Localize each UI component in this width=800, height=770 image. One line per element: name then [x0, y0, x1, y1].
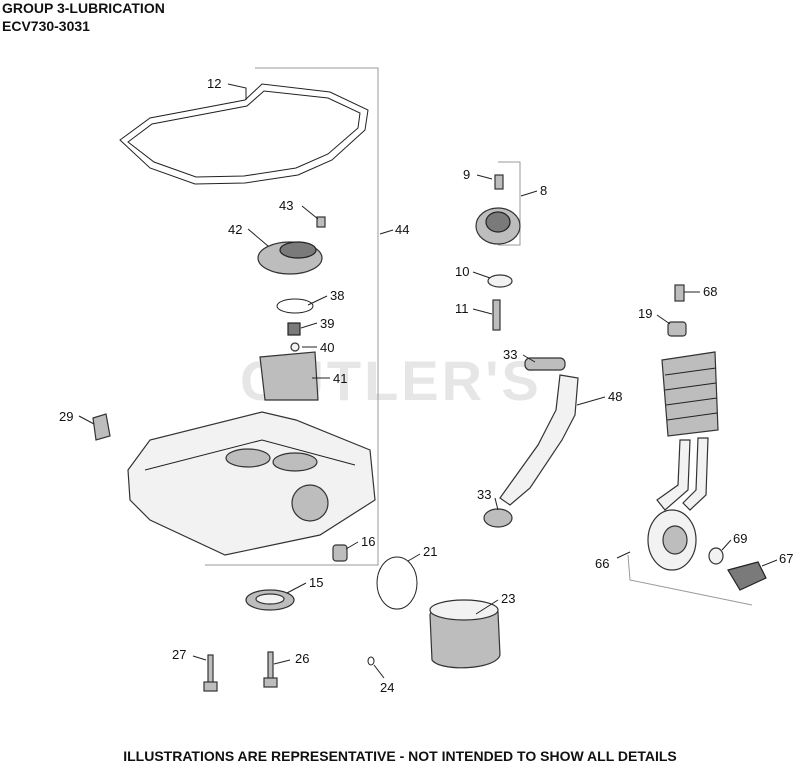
group-bracket-44: [205, 67, 379, 566]
callout-19: 19: [638, 306, 652, 321]
pin-part-9: [494, 174, 504, 190]
clamp-part-33a: [524, 357, 566, 371]
callout-38: 38: [330, 288, 344, 303]
callout-16: 16: [361, 534, 375, 549]
clamp-part-33b: [483, 508, 513, 528]
washer-part-69: [708, 547, 724, 565]
callout-43: 43: [279, 198, 293, 213]
callout-24: 24: [380, 680, 394, 695]
plug-part: [92, 413, 111, 441]
spring-part: [287, 322, 301, 336]
callout-68: 68: [703, 284, 717, 299]
callout-41: 41: [333, 371, 347, 386]
hose-part-48: [499, 374, 579, 506]
screen-part: [259, 351, 319, 401]
disclaimer-footer: ILLUSTRATIONS ARE REPRESENTATIVE - NOT I…: [123, 748, 677, 764]
callout-42: 42: [228, 222, 242, 237]
fitting-part-19: [667, 321, 687, 337]
callout-8: 8: [540, 183, 547, 198]
shaft-part-11: [492, 299, 501, 331]
nipple-part-67: [727, 561, 767, 591]
callout-33a: 33: [503, 347, 517, 362]
callout-26: 26: [295, 651, 309, 666]
washer-part-10: [487, 274, 513, 288]
callout-15: 15: [309, 575, 323, 590]
callout-29: 29: [59, 409, 73, 424]
callout-23: 23: [501, 591, 515, 606]
callout-66: 66: [595, 556, 609, 571]
bolt-part-26: [267, 651, 274, 681]
callout-12: 12: [207, 76, 221, 91]
callout-9: 9: [463, 167, 470, 182]
group-bracket-8: [498, 161, 521, 246]
callout-27: 27: [172, 647, 186, 662]
ring-part-24: [367, 656, 375, 666]
callout-39: 39: [320, 316, 334, 331]
callout-48: 48: [608, 389, 622, 404]
oil-pan-part: [127, 411, 376, 556]
callout-44: 44: [395, 222, 409, 237]
callout-10: 10: [455, 264, 469, 279]
leader-lines: [78, 83, 778, 679]
bolt-part-68: [674, 284, 685, 302]
o-ring-part-21: [376, 556, 418, 610]
callout-69: 69: [733, 531, 747, 546]
callout-21: 21: [423, 544, 437, 559]
ball-part: [290, 342, 300, 352]
callout-11: 11: [455, 301, 469, 316]
group-title: GROUP 3-LUBRICATION: [2, 0, 165, 16]
callout-33b: 33: [477, 487, 491, 502]
callout-40: 40: [320, 340, 334, 355]
o-ring-part: [276, 298, 314, 314]
callout-67: 67: [779, 551, 793, 566]
bushing-part: [332, 544, 348, 562]
oil-cooler-part: [661, 351, 719, 437]
gasket-part: [119, 83, 369, 185]
bolt-part-27: [207, 654, 214, 686]
model-number: ECV730-3031: [2, 18, 90, 34]
bolt-part-43: [316, 216, 326, 228]
group-bracket-66: [627, 554, 753, 606]
